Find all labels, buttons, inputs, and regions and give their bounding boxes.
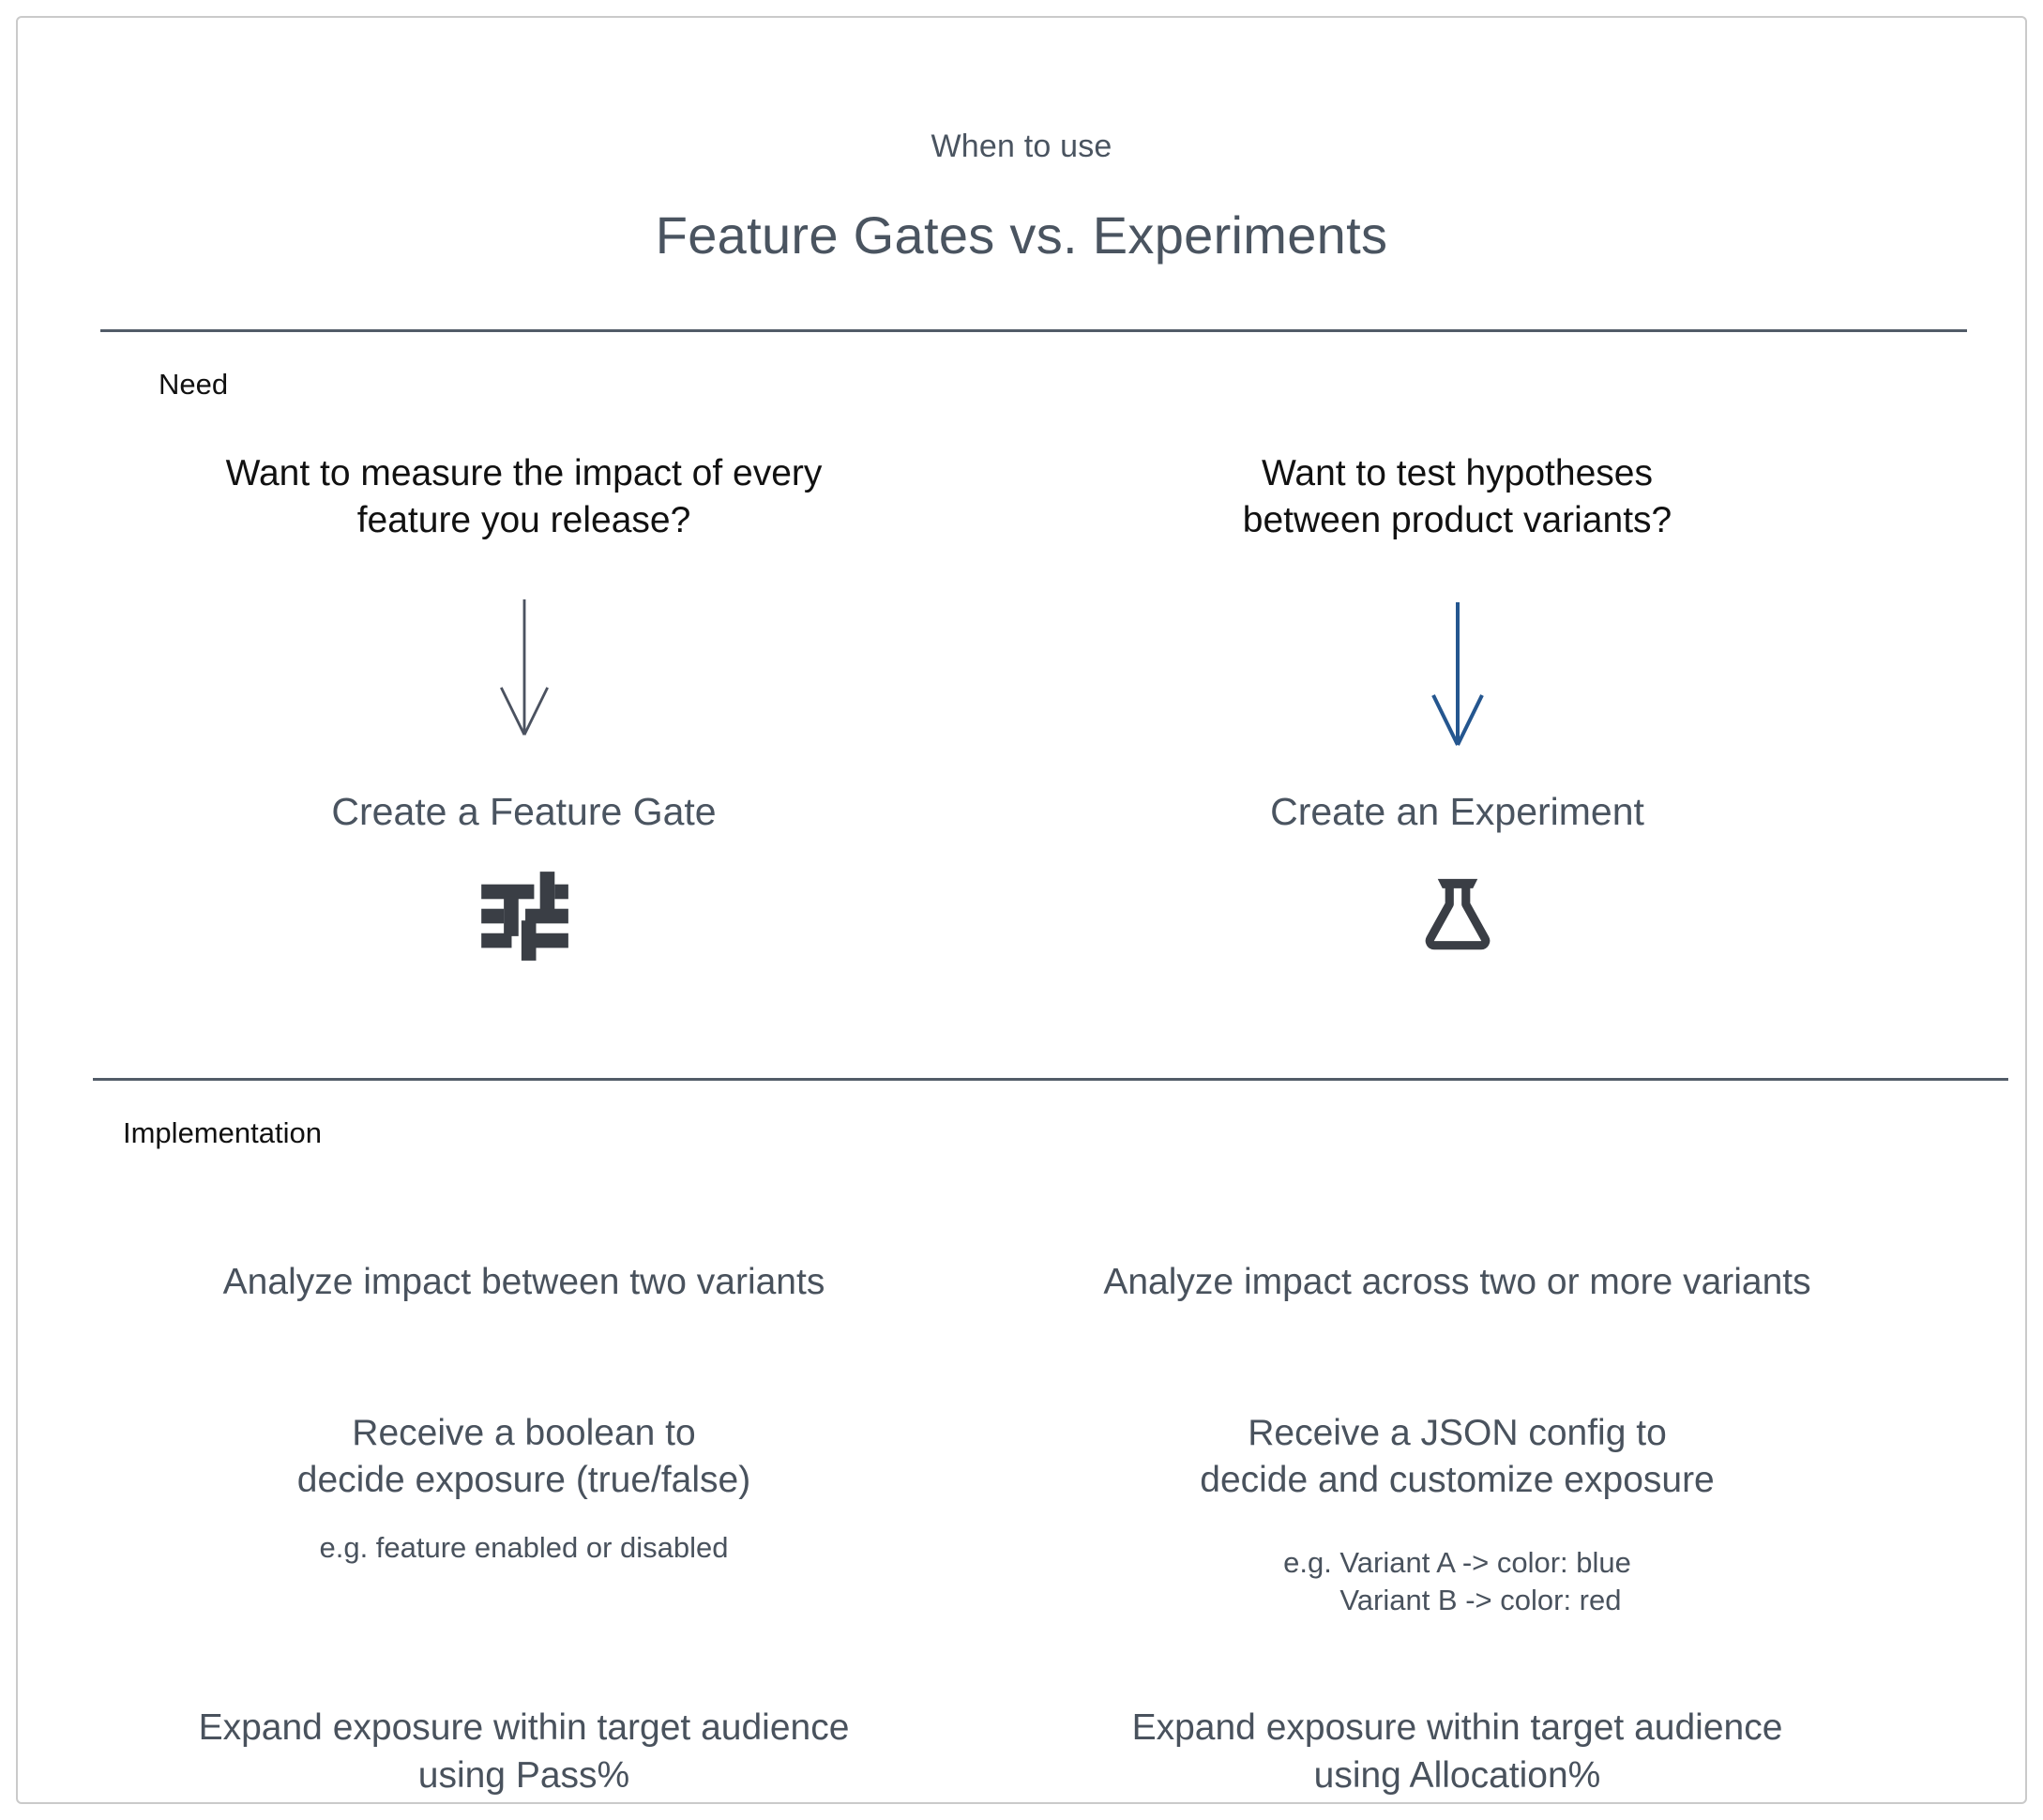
- impl-right-json: Receive a JSON config to decide and cust…: [991, 1410, 1924, 1619]
- need-section-divider: [100, 329, 1967, 332]
- need-section-label: Need: [159, 368, 229, 401]
- impl-text: Expand exposure within target audience u…: [1131, 1707, 1783, 1796]
- impl-left-boolean: Receive a boolean to decide exposure (tr…: [57, 1410, 991, 1619]
- flask-icon: [1425, 878, 1490, 950]
- implementation-row-exposure: Expand exposure within target audience u…: [57, 1705, 1924, 1799]
- implementation-section-divider: [93, 1077, 2008, 1081]
- need-columns: Want to measure the impact of every feat…: [57, 402, 1924, 967]
- feature-gate-question: Want to measure the impact of every feat…: [225, 453, 823, 540]
- feature-gate-icon-wrap: [57, 864, 991, 967]
- page-title: Feature Gates vs. Experiments: [655, 205, 1388, 265]
- impl-right-allocation: Expand exposure within target audience u…: [991, 1705, 1924, 1799]
- experiment-icon-wrap: [991, 864, 1924, 967]
- impl-left-variants: Analyze impact between two variants: [57, 1259, 991, 1307]
- header-eyebrow: When to use: [931, 129, 1112, 164]
- implementation-section-label: Implementation: [123, 1115, 322, 1149]
- impl-example-wrap: e.g. Variant A -> color: blue Variant B …: [991, 1531, 1924, 1618]
- diagram-frame: When to use Feature Gates vs. Experiment…: [16, 16, 2027, 1804]
- impl-text: Receive a boolean to decide exposure (tr…: [296, 1412, 751, 1501]
- impl-text: Receive a JSON config to decide and cust…: [1200, 1412, 1715, 1501]
- impl-text: Analyze impact between two variants: [222, 1261, 825, 1302]
- experiment-arrow-wrap: [991, 597, 1924, 756]
- impl-text: Analyze impact across two or more varian…: [1103, 1261, 1811, 1302]
- feature-gate-arrow-wrap: [57, 597, 991, 756]
- impl-left-pass: Expand exposure within target audience u…: [57, 1705, 991, 1799]
- impl-text: Expand exposure within target audience u…: [198, 1707, 850, 1796]
- experiment-question: Want to test hypotheses between product …: [1242, 453, 1672, 540]
- need-left-column: Want to measure the impact of every feat…: [57, 402, 991, 967]
- down-arrow-icon: [499, 599, 549, 736]
- need-right-column: Want to test hypotheses between product …: [991, 402, 1924, 967]
- impl-example: e.g. feature enabled or disabled: [319, 1530, 729, 1564]
- create-experiment-label: Create an Experiment: [1270, 789, 1644, 833]
- sliders-icon: [480, 871, 568, 961]
- create-feature-gate-label: Create a Feature Gate: [331, 789, 717, 833]
- header: When to use Feature Gates vs. Experiment…: [18, 18, 2025, 265]
- impl-right-variants: Analyze impact across two or more varian…: [991, 1259, 1924, 1307]
- down-arrow-icon: [1430, 601, 1484, 746]
- implementation-row-variants: Analyze impact between two variants Anal…: [57, 1259, 1924, 1307]
- implementation-row-config: Receive a boolean to decide exposure (tr…: [57, 1410, 1924, 1619]
- impl-example: e.g. Variant A -> color: blue Variant B …: [1283, 1545, 1631, 1616]
